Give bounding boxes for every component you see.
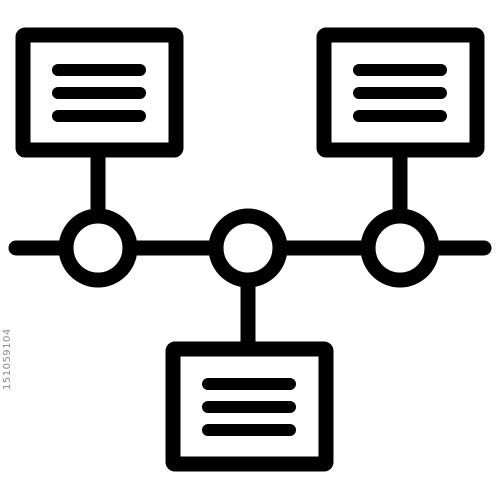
stock-id-watermark: 151059104 [2, 328, 13, 390]
timeline-node-right [360, 208, 440, 288]
document-card-top-left [15, 27, 184, 158]
document-card-bottom [165, 341, 334, 472]
timeline-node-center [208, 208, 288, 288]
document-card-top-right [316, 27, 485, 158]
timeline-node-left [58, 208, 138, 288]
